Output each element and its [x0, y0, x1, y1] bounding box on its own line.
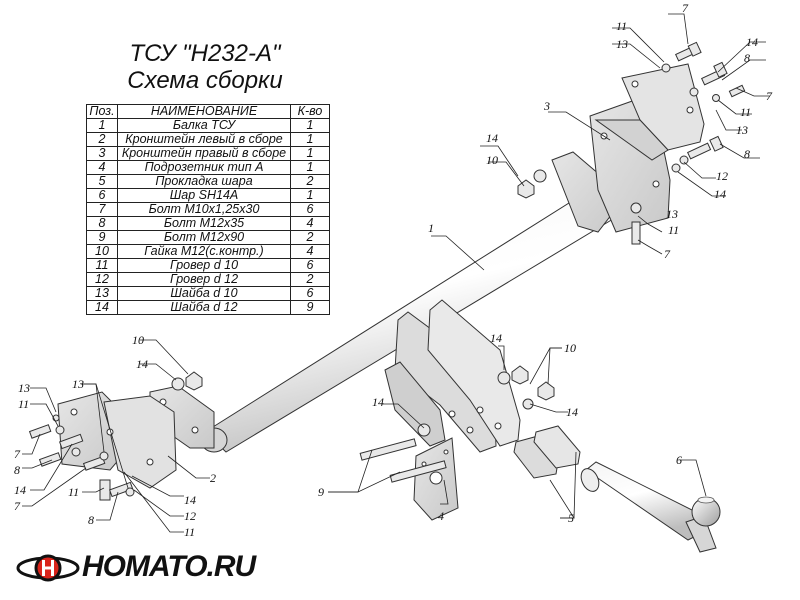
bolts-left	[28, 424, 134, 501]
row-qty: 9	[290, 300, 330, 315]
right-bracket	[589, 63, 705, 233]
header-pos: Поз.	[86, 104, 118, 119]
callout-11b: 11	[740, 105, 751, 119]
callout-6: 6	[676, 453, 682, 467]
homato-logo-icon	[16, 554, 80, 582]
callout-14e: 14	[490, 331, 502, 345]
callout-13e: 13	[72, 377, 84, 391]
leader-lines	[22, 13, 770, 533]
diagram-title-block: ТСУ "Н232-А" Схема сборки	[90, 40, 320, 94]
callout-9: 9	[318, 485, 324, 499]
callout-12b: 12	[184, 509, 196, 523]
row-name: Болт М12х90	[117, 230, 291, 245]
callout-8c: 8	[14, 463, 20, 477]
callout-7a: 7	[682, 1, 689, 15]
callout-14h: 14	[14, 483, 26, 497]
washer-right-top	[661, 63, 671, 73]
row-name: Подрозетник тип А	[117, 160, 291, 175]
callout-2: 2	[210, 471, 216, 485]
hitch-brackets	[384, 299, 521, 453]
row-name: Кронштейн левый в сборе	[117, 132, 291, 147]
fasteners	[28, 41, 746, 501]
callout-10c: 10	[564, 341, 576, 355]
callout-1: 1	[428, 221, 434, 235]
tow-ball	[580, 461, 721, 553]
callout-11a: 11	[616, 19, 627, 33]
row-name: Прокладка шара	[117, 174, 291, 189]
bolt-m12-right-a	[701, 61, 728, 86]
row-qty: 2	[290, 174, 330, 189]
callout-13d: 13	[18, 381, 30, 395]
callout-14a: 14	[746, 35, 758, 49]
callout-14g: 14	[372, 395, 384, 409]
bolt-m10-right-top	[675, 41, 702, 62]
socket-plate	[413, 437, 459, 521]
callout-10b: 10	[132, 333, 144, 347]
callout-14b: 14	[486, 131, 498, 145]
callout-14c: 14	[714, 187, 726, 201]
row-pos: 11	[86, 258, 118, 273]
bolts-m12x90	[359, 438, 447, 483]
callout-10a: 10	[486, 153, 498, 167]
diagram-title: ТСУ "Н232-А"	[129, 40, 281, 67]
callout-11e: 11	[68, 485, 79, 499]
ball-spacers	[513, 425, 581, 479]
nut-middle-a	[511, 365, 529, 385]
nut-right	[517, 179, 535, 199]
callout-7b: 7	[766, 89, 773, 103]
callout-14d: 14	[136, 357, 148, 371]
callout-11d: 11	[18, 397, 29, 411]
nut-left	[185, 371, 203, 391]
callout-13a: 13	[616, 37, 628, 51]
bolt-m10-right-down	[631, 221, 641, 245]
bolt-m10-right-b	[728, 84, 746, 98]
callout-11c: 11	[668, 223, 679, 237]
diagram-subtitle: Схема сборки	[127, 67, 283, 94]
callout-4: 4	[438, 509, 444, 523]
callout-13c: 13	[666, 207, 678, 221]
callout-8a: 8	[744, 51, 750, 65]
callout-5: 5	[568, 511, 574, 525]
callout-12a: 12	[716, 169, 728, 183]
callout-13b: 13	[736, 123, 748, 137]
parts-table-header: Поз. НАИМЕНОВАНИЕ К-во	[86, 104, 330, 119]
callout-11f: 11	[184, 525, 195, 539]
callout-8b: 8	[744, 147, 750, 161]
nut-middle-b	[537, 381, 555, 401]
row-name: Гайка М12(с.контр.)	[117, 244, 291, 259]
callout-14i: 14	[184, 493, 196, 507]
bolt-m12-right-c	[687, 135, 724, 160]
callout-14f: 14	[566, 405, 578, 419]
callout-7d: 7	[14, 447, 21, 461]
callout-7e: 7	[14, 499, 21, 513]
callout-8d: 8	[88, 513, 94, 527]
callout-7c: 7	[664, 247, 671, 261]
callout-3: 3	[543, 99, 550, 113]
row-name: Шар SH14A	[117, 188, 291, 203]
logo-text: HOMATO.RU	[82, 550, 256, 583]
